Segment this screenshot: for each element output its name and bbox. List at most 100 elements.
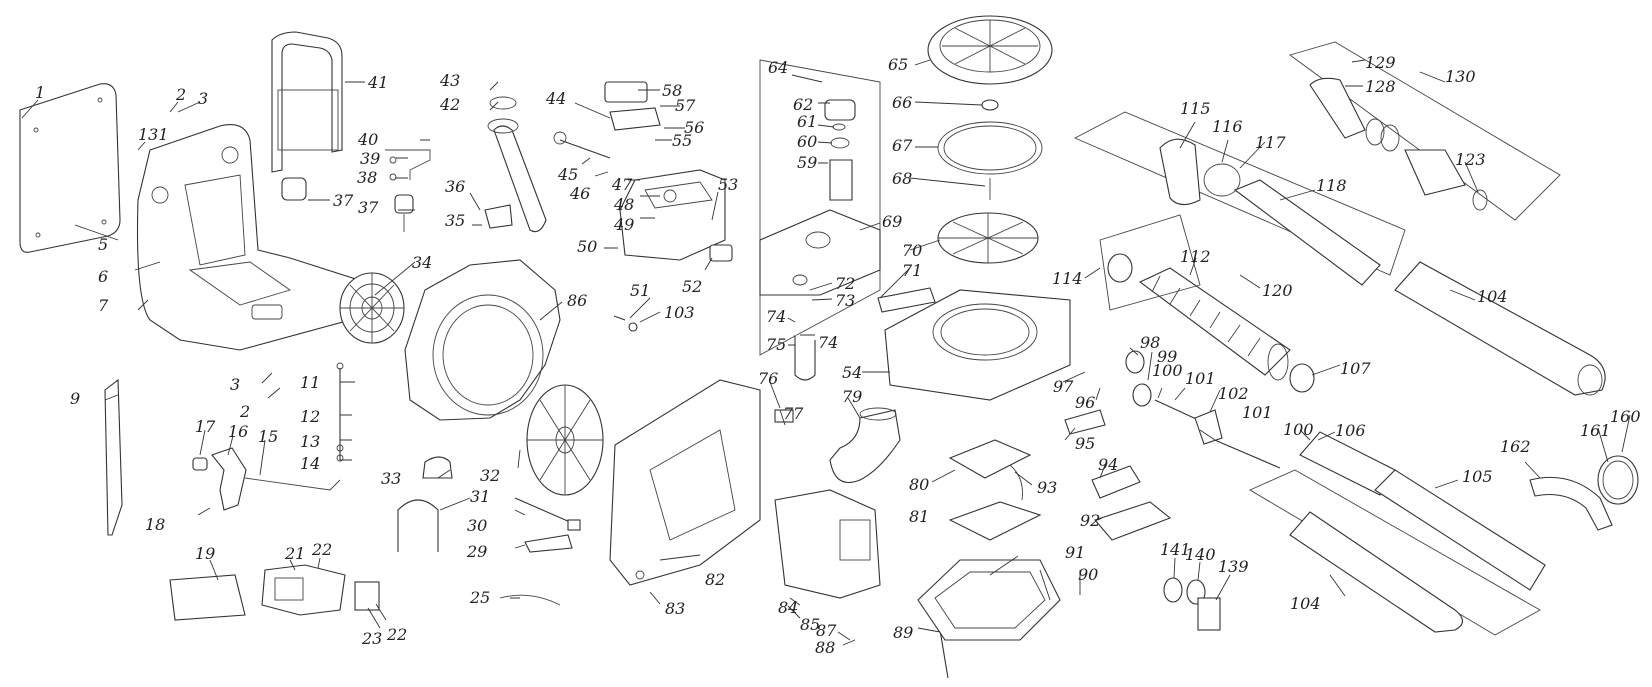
part-u-bolt: [397, 499, 439, 552]
callout-44: 44: [545, 89, 566, 108]
part-pipe-104a: [1394, 261, 1606, 396]
callout-120: 120: [1262, 281, 1293, 300]
callout-93: 93: [1037, 478, 1057, 497]
callout-61: 61: [797, 112, 817, 131]
callout-101b: 101: [1242, 403, 1273, 422]
part-gear: [709, 244, 733, 262]
callout-36: 36: [445, 177, 465, 196]
callout-98: 98: [1140, 333, 1160, 352]
callout-3a: 3: [198, 89, 208, 108]
callout-95: 95: [1075, 434, 1095, 453]
callout-45: 45: [557, 165, 578, 184]
callout-74a: 74: [766, 307, 786, 326]
callout-82: 82: [705, 570, 725, 589]
callout-29: 29: [466, 542, 487, 561]
part-tube: [493, 125, 547, 233]
callout-74b: 74: [818, 333, 838, 352]
callout-77: 77: [783, 404, 804, 423]
callout-140: 140: [1185, 545, 1216, 564]
callout-105: 105: [1462, 467, 1493, 486]
leader-lines: [21, 59, 1631, 646]
part-gasket-58: [604, 81, 648, 103]
callout-103: 103: [664, 303, 695, 322]
callout-85: 85: [800, 615, 820, 634]
part-pipe-105: [1374, 469, 1546, 591]
callout-87: 87: [816, 621, 837, 640]
callout-131: 131: [138, 125, 169, 144]
part-throttle-cable: [244, 477, 341, 491]
part-lever-102: [1194, 409, 1223, 445]
part-hose-93: [1009, 464, 1023, 501]
callout-106: 106: [1335, 421, 1366, 440]
part-strap: [104, 378, 123, 536]
callout-116: 116: [1212, 117, 1243, 136]
part-gasket-81: [948, 501, 1042, 541]
callout-128: 128: [1365, 77, 1396, 96]
callout-99: 99: [1157, 347, 1177, 366]
callout-129: 129: [1365, 53, 1396, 72]
part-fuel-hose: [794, 335, 816, 381]
callout-70: 70: [902, 241, 922, 260]
callout-118: 118: [1316, 176, 1347, 195]
callout-94: 94: [1098, 455, 1118, 474]
part-group-box-118: [1073, 111, 1406, 276]
part-fan-grille: [339, 272, 405, 344]
part-fan-housing: [404, 259, 561, 421]
callout-46: 46: [569, 184, 590, 203]
part-rod-30: [514, 497, 571, 523]
callout-115: 115: [1180, 99, 1211, 118]
callout-100b: 100: [1283, 420, 1314, 439]
callout-7: 7: [98, 296, 109, 315]
callout-96: 96: [1075, 393, 1095, 412]
callout-3b: 3: [230, 375, 240, 394]
callout-38: 38: [357, 168, 377, 187]
callout-64: 64: [768, 58, 788, 77]
callout-100a: 100: [1152, 361, 1183, 380]
callout-91: 91: [1065, 543, 1085, 562]
part-wire-25: [499, 594, 561, 606]
callout-81: 81: [909, 507, 929, 526]
callout-62: 62: [793, 95, 813, 114]
callout-114: 114: [1052, 269, 1083, 288]
callout-15: 15: [258, 427, 278, 446]
callout-80: 80: [909, 475, 929, 494]
callout-54: 54: [842, 363, 862, 382]
callout-97: 97: [1053, 377, 1074, 396]
part-back-plate: [19, 83, 121, 253]
part-base-frame: [917, 559, 1061, 641]
callout-68: 68: [892, 169, 912, 188]
callout-139: 139: [1218, 557, 1249, 576]
callout-2a: 2: [175, 85, 186, 104]
callout-17: 17: [195, 417, 216, 436]
callout-43: 43: [439, 71, 460, 90]
callout-42: 42: [439, 95, 460, 114]
callout-30: 30: [467, 516, 487, 535]
callout-50: 50: [577, 237, 597, 256]
part-impeller: [526, 384, 604, 496]
part-washer-141: [1163, 577, 1183, 603]
callout-83: 83: [665, 599, 685, 618]
part-part-99: [1132, 383, 1152, 407]
callout-22b: 22: [386, 625, 407, 644]
part-grille-94: [1091, 465, 1141, 499]
callout-162: 162: [1500, 437, 1531, 456]
part-damper-37a: [281, 177, 307, 201]
part-pad-92: [1094, 501, 1172, 541]
callout-141: 141: [1160, 540, 1191, 559]
part-sheet: [169, 574, 246, 621]
callout-16: 16: [228, 422, 248, 441]
callout-1: 1: [35, 83, 45, 102]
part-tube-118: [1233, 179, 1381, 286]
callout-66: 66: [892, 93, 912, 112]
part-carburetor-body: [619, 169, 726, 261]
callout-31: 31: [470, 487, 490, 506]
callout-6: 6: [98, 267, 108, 286]
callout-76: 76: [758, 369, 778, 388]
callout-48: 48: [613, 195, 634, 214]
part-label-95: [1064, 409, 1106, 435]
callout-89: 89: [893, 623, 913, 642]
callout-65: 65: [888, 55, 908, 74]
callout-2b: 2: [239, 402, 250, 421]
callout-67: 67: [892, 136, 913, 155]
callout-35: 35: [445, 211, 465, 230]
